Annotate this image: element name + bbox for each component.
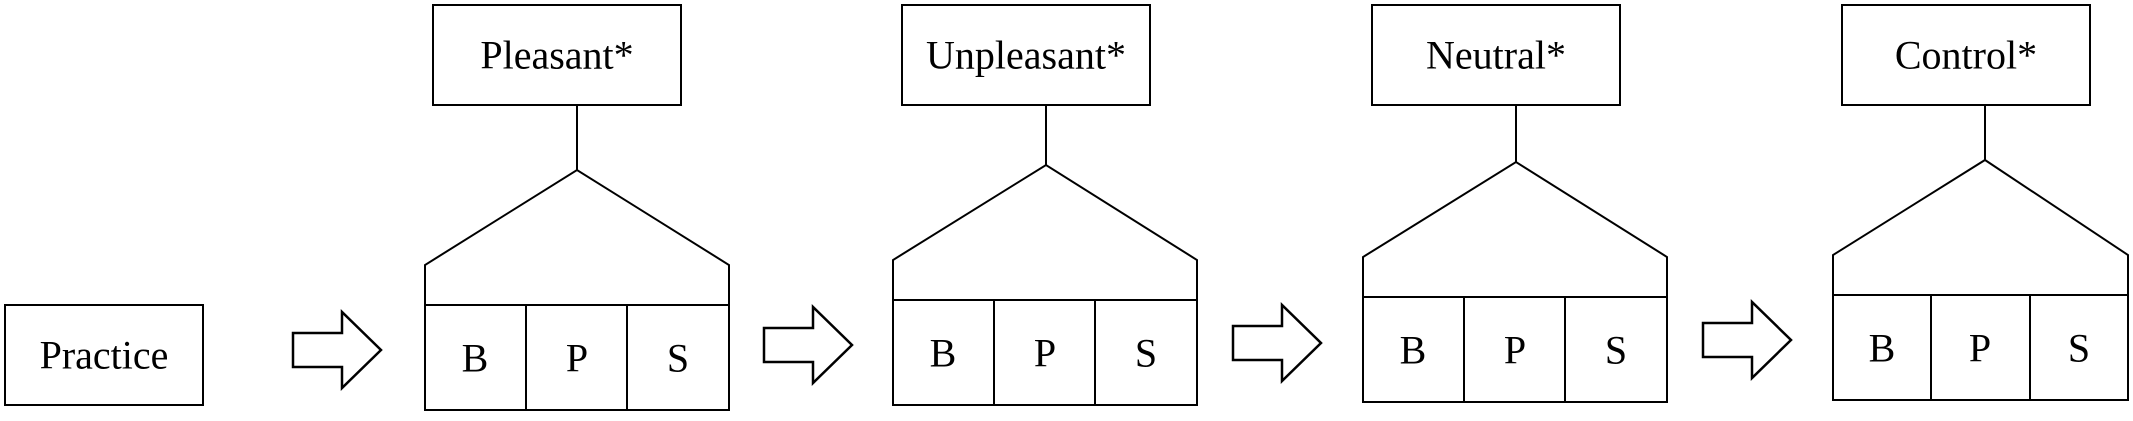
block-pleasant: Pleasant* B P S	[424, 4, 730, 411]
cells-frame	[1362, 296, 1668, 403]
cell-p: P	[1034, 331, 1056, 376]
block-title-box	[432, 4, 682, 106]
cell-p: P	[1504, 328, 1526, 373]
roof-shape	[424, 168, 730, 305]
practice-box	[4, 304, 204, 406]
cell-p: P	[566, 336, 588, 381]
roof-shape	[1832, 158, 2129, 295]
block-unpleasant: Unpleasant* B P S	[892, 4, 1198, 406]
arrow-4	[1701, 299, 1793, 381]
cell-b: B	[1869, 326, 1896, 371]
right-arrow-icon	[1231, 302, 1323, 384]
arrow-1	[291, 309, 383, 391]
cell-b: B	[462, 336, 489, 381]
cell-s: S	[1135, 331, 1157, 376]
cell-s: S	[1605, 328, 1627, 373]
practice-label: Practice	[40, 333, 169, 378]
cell-s: S	[667, 336, 689, 381]
block-title: Control*	[1895, 33, 2037, 78]
right-arrow-icon	[1701, 299, 1793, 381]
practice-node: Practice	[4, 304, 204, 406]
arrow-2	[762, 304, 854, 386]
right-arrow-icon	[762, 304, 854, 386]
block-title: Pleasant*	[480, 33, 633, 78]
cells-frame	[892, 299, 1198, 406]
block-title-box	[1841, 4, 2091, 106]
cell-b: B	[930, 331, 957, 376]
cell-b: B	[1400, 328, 1427, 373]
roof-shape	[1362, 160, 1668, 297]
cells-frame	[1832, 294, 2129, 401]
right-arrow-icon	[291, 309, 383, 391]
roof-shape	[892, 163, 1198, 300]
block-title: Unpleasant*	[926, 33, 1126, 78]
cell-s: S	[2068, 326, 2090, 371]
cell-p: P	[1969, 326, 1991, 371]
block-title: Neutral*	[1426, 33, 1566, 78]
cells-frame	[424, 304, 730, 411]
block-control: Control* B P S	[1832, 4, 2129, 401]
block-neutral: Neutral* B P S	[1362, 4, 1668, 403]
block-title-box	[901, 4, 1151, 106]
arrow-3	[1231, 302, 1323, 384]
block-title-box	[1371, 4, 1621, 106]
